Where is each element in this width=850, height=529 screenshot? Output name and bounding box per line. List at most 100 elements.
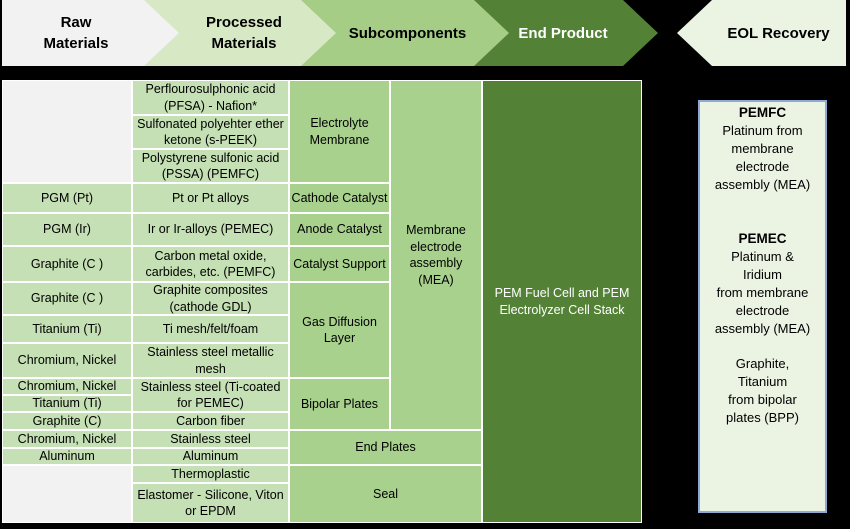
cell-text: Graphite (C)	[32, 413, 102, 428]
cell-text: Aluminum	[39, 449, 95, 464]
eol-text: Graphite,	[735, 356, 790, 371]
stage-label: Materials	[211, 35, 277, 52]
cell-text: Aluminum	[182, 449, 239, 464]
cell-text: Catalyst Support	[293, 256, 386, 271]
raw-aluminum: Aluminum	[2, 448, 132, 465]
cell-text: PGM (Pt)	[40, 190, 94, 205]
cell-text: Sulfonated polyehter ether	[137, 116, 284, 131]
stage-label: Subcomponents	[348, 24, 467, 42]
eol-text: assembly (MEA)	[714, 177, 811, 192]
raw-empty-cell	[2, 80, 132, 183]
sub-bipolar-plates: Bipolar Plates	[289, 378, 390, 430]
cell-text: Carbon fiber	[176, 413, 245, 428]
proc-ir-alloys: Ir or Ir-alloys (PEMEC)	[132, 213, 289, 246]
cell-text: PEM Fuel Cell and PEM	[494, 286, 630, 300]
cell-text: Perflourosulphonic acid	[145, 82, 276, 96]
eol-text: Platinum from	[722, 123, 803, 138]
proc-elastomer: Elastomer - Silicone, Viton or EPDM	[132, 483, 289, 523]
eol-text: Iridium	[742, 267, 782, 282]
cell-text: electrode	[410, 239, 462, 254]
eol-pemec-title: PEMEC	[738, 231, 787, 246]
cell-text: Chromium, Nickel	[17, 379, 117, 394]
stage-label: EOL Recovery	[727, 24, 830, 42]
proc-carbon-fiber: Carbon fiber	[132, 412, 289, 430]
proc-pssa: Polystyrene sulfonic acid (PSSA) (PEMFC)	[132, 149, 289, 183]
eol-text: from membrane	[716, 285, 809, 300]
cell-text: End Plates	[355, 440, 416, 455]
cell-text: Bipolar Plates	[300, 396, 379, 411]
cell-text: (MEA)	[418, 272, 454, 287]
sub-catalyst-support: Catalyst Support	[289, 246, 390, 282]
eol-text: from bipolar	[728, 392, 797, 407]
sub-seal: Seal	[289, 465, 482, 523]
cell-text: Elastomer - Silicone, Viton	[137, 487, 284, 502]
raw-titanium-2: Titanium (Ti)	[2, 395, 132, 412]
cell-text: Titanium (Ti)	[32, 396, 102, 411]
cell-text: Pt or Pt alloys	[171, 190, 250, 205]
cell-text: Cathode Catalyst	[291, 190, 388, 205]
eol-text: electrode	[735, 159, 790, 174]
stage-label: Materials	[43, 35, 109, 52]
eol-text: plates (BPP)	[726, 410, 799, 425]
cell-text: Thermoplastic	[171, 466, 250, 481]
cell-text: PGM (Ir)	[43, 222, 91, 237]
eol-text: assembly (MEA)	[714, 321, 811, 336]
cell-text: Stainless steel	[170, 431, 251, 446]
raw-empty-cell	[2, 465, 132, 523]
stage-eol-recovery: EOL Recovery	[677, 0, 846, 66]
proc-ti-mesh: Ti mesh/felt/foam	[132, 315, 289, 343]
cell-text: or EPDM	[185, 504, 236, 518]
cell-text: Membrane	[406, 223, 466, 237]
cell-text: Anode Catalyst	[297, 222, 382, 237]
proc-aluminum: Aluminum	[132, 448, 289, 465]
cell-text: Chromium, Nickel	[17, 353, 117, 368]
cell-text: Stainless steel metallic	[147, 345, 274, 359]
cell-text: Chromium, Nickel	[17, 431, 117, 446]
proc-stainless-steel: Stainless steel	[132, 430, 289, 448]
cell-text: Graphite (C )	[30, 291, 104, 306]
stage-label: End Product	[518, 24, 608, 42]
cell-text: (PFSA) - Nafion*	[163, 98, 258, 113]
cell-text: mesh	[195, 361, 226, 376]
cell-text: (cathode GDL)	[169, 299, 252, 314]
cell-text: Layer	[323, 331, 356, 345]
eol-text: electrode	[735, 303, 790, 318]
proc-stainless-ti-coated: Stainless steel (Ti-coated for PEMEC)	[132, 378, 289, 412]
cell-text: Stainless steel (Ti-coated	[140, 379, 281, 394]
proc-thermoplastic: Thermoplastic	[132, 465, 289, 483]
stage-label: Processed	[206, 14, 282, 31]
cell-text: for PEMEC)	[177, 396, 244, 410]
cell-text: Seal	[372, 486, 399, 501]
proc-carbon-metal-oxide: Carbon metal oxide, carbides, etc. (PEMFC…	[132, 246, 289, 282]
cell-text: Membrane	[309, 132, 370, 147]
cell-text: Carbon metal oxide,	[154, 248, 267, 263]
stage-label: Raw	[60, 14, 92, 31]
cell-text: Ir or Ir-alloys (PEMEC)	[147, 222, 274, 237]
proc-graphite-composites: Graphite composites (cathode GDL)	[132, 282, 289, 315]
raw-titanium-1: Titanium (Ti)	[2, 315, 132, 343]
cell-text: (PSSA) (PEMFC)	[161, 167, 260, 181]
raw-chromium-nickel-1: Chromium, Nickel	[2, 343, 132, 378]
eol-text: membrane	[731, 141, 794, 156]
cell-text: carbides, etc. (PEMFC)	[145, 265, 276, 279]
sub-cathode-catalyst: Cathode Catalyst	[289, 183, 390, 213]
proc-pt-alloys: Pt or Pt alloys	[132, 183, 289, 213]
proc-pfsa: Perflourosulphonic acid (PFSA) - Nafion*	[132, 80, 289, 115]
sub-anode-catalyst: Anode Catalyst	[289, 213, 390, 246]
raw-graphite-1: Graphite (C )	[2, 246, 132, 282]
proc-stainless-mesh: Stainless steel metallic mesh	[132, 343, 289, 378]
cell-text: Polystyrene sulfonic acid	[141, 150, 280, 165]
cell-text: Gas Diffusion	[302, 314, 377, 329]
raw-graphite-3: Graphite (C)	[2, 412, 132, 430]
eol-pemfc-title: PEMFC	[738, 105, 787, 120]
raw-pgm-pt: PGM (Pt)	[2, 183, 132, 213]
raw-pgm-ir: PGM (Ir)	[2, 213, 132, 246]
eol-text: Titanium	[737, 374, 788, 389]
cell-text: Graphite composites	[153, 283, 268, 297]
sub-end-plates: End Plates	[289, 430, 482, 465]
